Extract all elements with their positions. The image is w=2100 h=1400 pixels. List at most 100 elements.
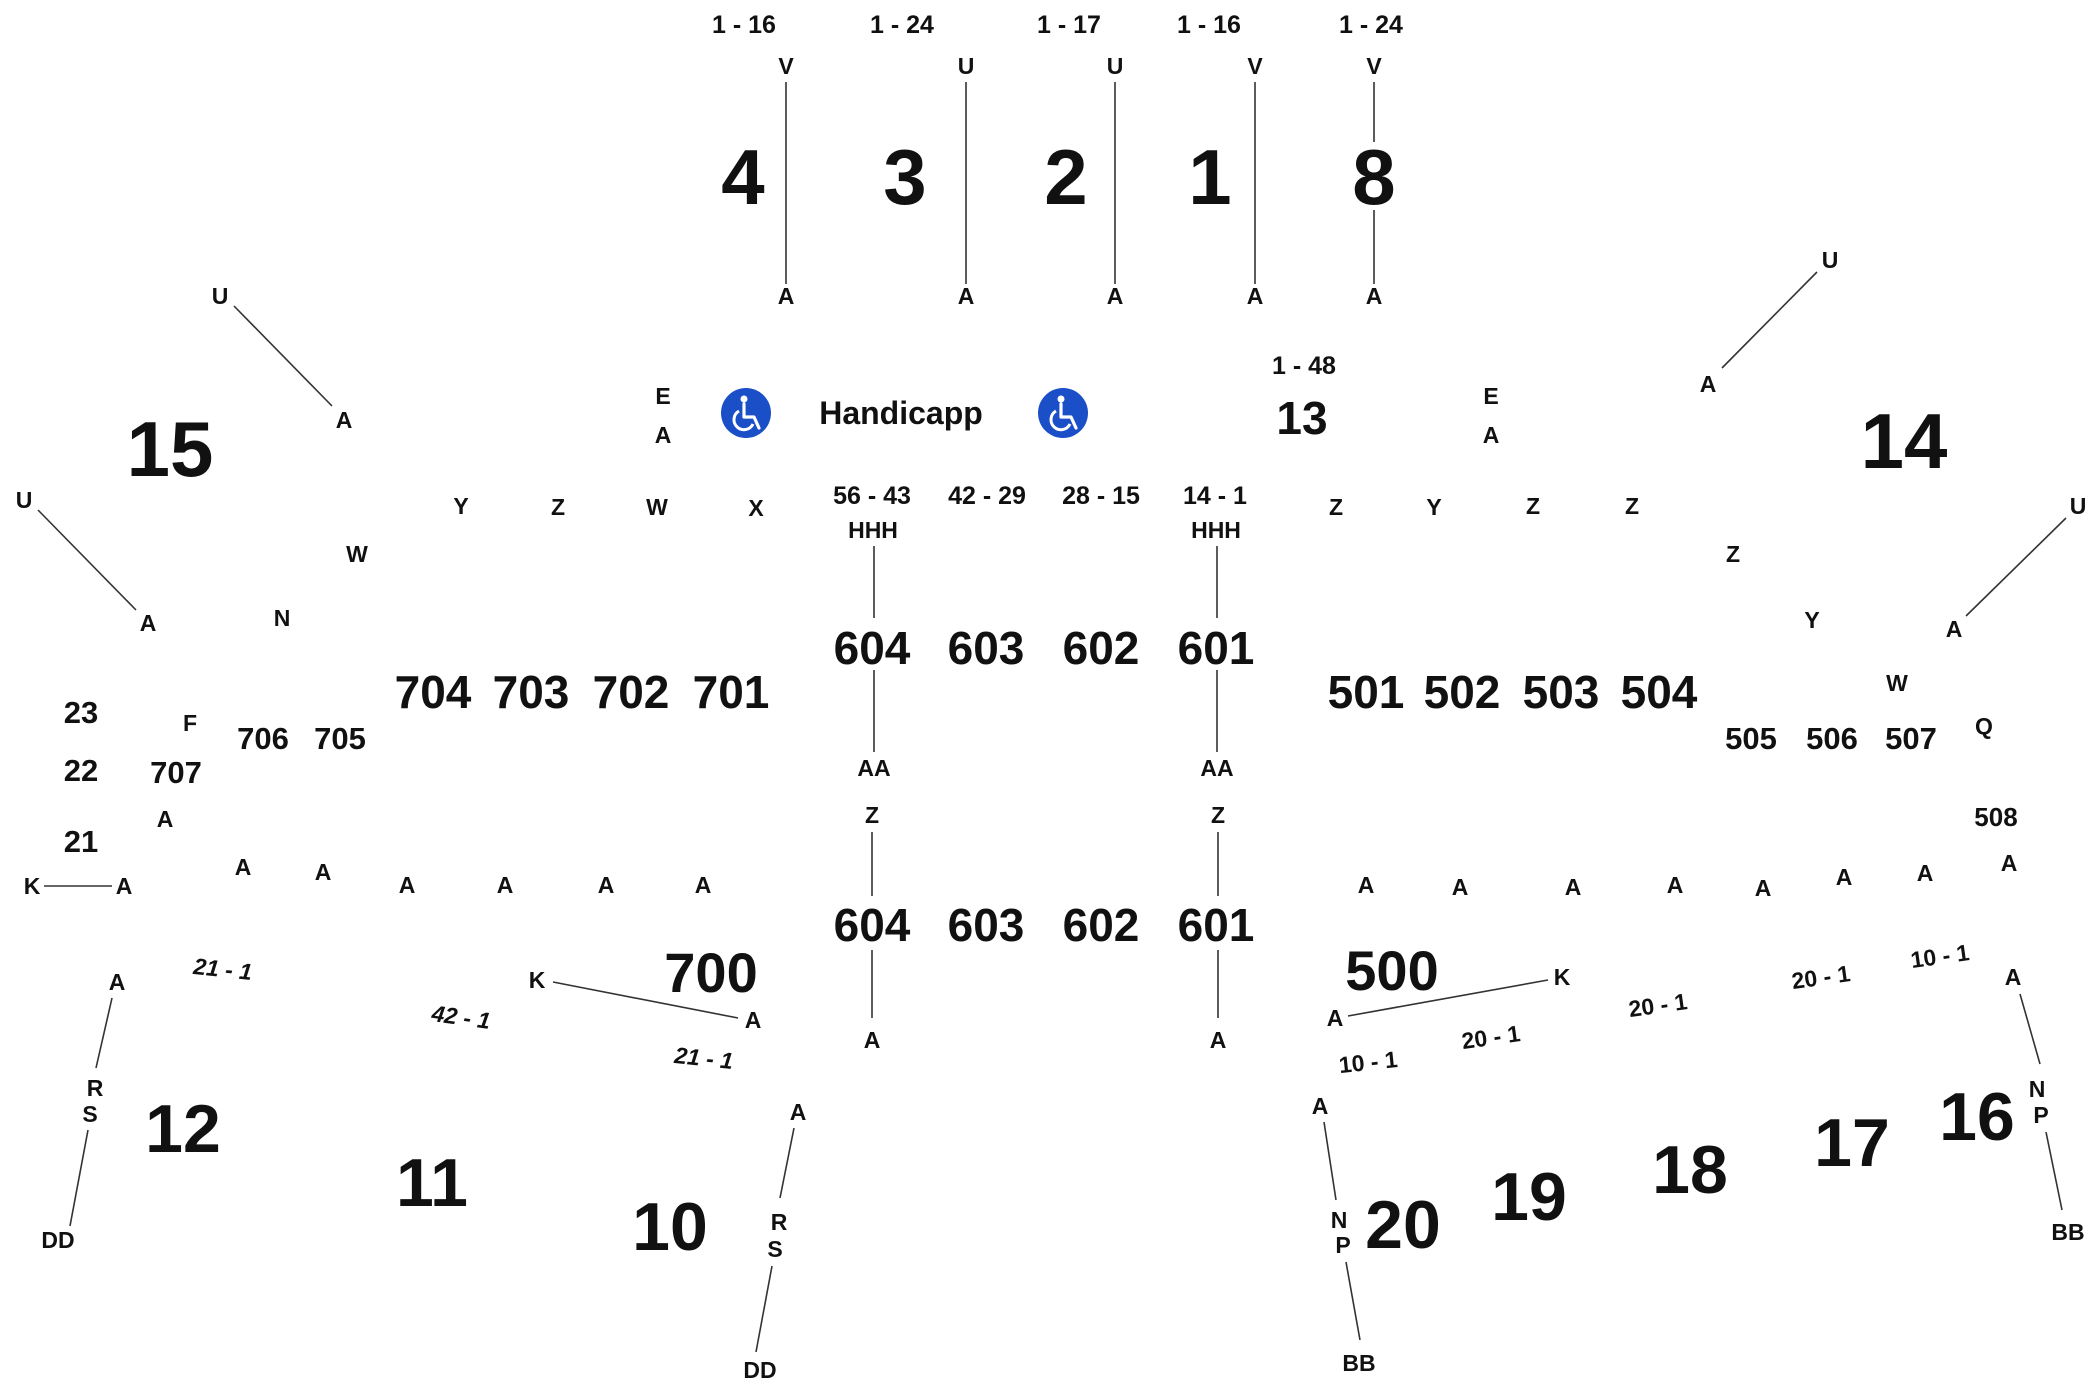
section-502[interactable]: 502 <box>1424 666 1501 718</box>
section-15[interactable]: 15 <box>127 405 214 493</box>
seat-range-section-4: 1 - 16 <box>712 11 776 39</box>
row-label-a: A <box>1358 872 1375 898</box>
row-label-a: A <box>1107 283 1124 309</box>
section-707[interactable]: 707 <box>150 755 202 790</box>
row-line <box>2045 1131 2063 1211</box>
section-604-upper[interactable]: 604 <box>834 622 911 674</box>
row-label-f: F <box>183 710 197 736</box>
handicap-label: Handicapp <box>819 395 983 431</box>
row-label-p: P <box>2033 1102 2048 1128</box>
row-label-y: Y <box>1426 494 1441 520</box>
section-20[interactable]: 20 <box>1365 1187 1441 1263</box>
row-label-y: Y <box>1804 607 1819 633</box>
row-label-k: K <box>24 873 41 899</box>
row-label-a: A <box>598 872 615 898</box>
row-label-u: U <box>958 53 975 79</box>
row-label-a: A <box>790 1099 807 1125</box>
seat-range-section-8: 1 - 24 <box>1339 11 1403 39</box>
row-label-r: R <box>771 1209 788 1235</box>
section-703[interactable]: 703 <box>493 666 570 718</box>
section-603-lower[interactable]: 603 <box>948 899 1025 951</box>
section-604-lower[interactable]: 604 <box>834 899 911 951</box>
seat-range-section-17: 20 - 1 <box>1790 960 1852 994</box>
seat-range-section-3: 1 - 24 <box>870 11 934 39</box>
section-701[interactable]: 701 <box>693 666 770 718</box>
section-16[interactable]: 16 <box>1939 1079 2015 1155</box>
row-line <box>779 1127 795 1199</box>
row-label-a: A <box>1565 874 1582 900</box>
row-label-u: U <box>1107 53 1124 79</box>
row-line <box>95 997 113 1069</box>
row-label-a: A <box>745 1007 762 1033</box>
row-label-x: X <box>748 495 764 521</box>
row-label-s: S <box>82 1101 97 1127</box>
row-label-u: U <box>16 487 33 513</box>
section-700[interactable]: 700 <box>664 941 757 1004</box>
row-label-q: Q <box>1975 713 1993 739</box>
section-18[interactable]: 18 <box>1652 1132 1728 1208</box>
row-label-a: A <box>655 422 672 448</box>
row-label-n: N <box>2029 1076 2046 1102</box>
row-label-w: W <box>646 494 668 520</box>
row-label-a: A <box>2001 850 2018 876</box>
section-11[interactable]: 11 <box>396 1145 468 1221</box>
section-13[interactable]: 13 <box>1276 392 1327 444</box>
row-line <box>69 1129 89 1227</box>
section-503[interactable]: 503 <box>1523 666 1600 718</box>
section-17[interactable]: 17 <box>1814 1105 1890 1181</box>
section-1[interactable]: 1 <box>1188 133 1231 221</box>
section-14[interactable]: 14 <box>1861 397 1948 485</box>
row-label-n: N <box>274 605 291 631</box>
row-label-v: V <box>1247 53 1263 79</box>
seat-range-601: 14 - 1 <box>1183 482 1247 510</box>
section-705[interactable]: 705 <box>314 721 366 756</box>
section-602-lower[interactable]: 602 <box>1063 899 1140 951</box>
seat-range-section-11: 42 - 1 <box>429 1000 492 1034</box>
row-label-z: Z <box>551 494 565 520</box>
section-500[interactable]: 500 <box>1345 939 1438 1002</box>
section-12[interactable]: 12 <box>145 1091 221 1167</box>
section-4[interactable]: 4 <box>721 133 764 221</box>
row-label-a: A <box>1452 874 1469 900</box>
section-10[interactable]: 10 <box>632 1189 708 1265</box>
section-19[interactable]: 19 <box>1491 1159 1567 1235</box>
row-label-a: A <box>1700 371 1717 397</box>
section-602-upper[interactable]: 602 <box>1063 622 1140 674</box>
row-label-n: N <box>1331 1207 1348 1233</box>
section-507[interactable]: 507 <box>1885 721 1937 756</box>
row-label-a: A <box>1667 872 1684 898</box>
section-22[interactable]: 22 <box>64 753 98 788</box>
row-label-dd: DD <box>743 1357 776 1383</box>
seat-range-section-12: 21 - 1 <box>191 953 253 985</box>
section-501[interactable]: 501 <box>1328 666 1405 718</box>
section-508[interactable]: 508 <box>1974 802 2017 832</box>
section-23[interactable]: 23 <box>64 695 98 730</box>
section-702[interactable]: 702 <box>593 666 670 718</box>
section-506[interactable]: 506 <box>1806 721 1858 756</box>
row-label-a: A <box>1327 1005 1344 1031</box>
wheelchair-icon <box>721 388 771 438</box>
row-label-hhh: HHH <box>848 517 898 543</box>
section-601-lower[interactable]: 601 <box>1178 899 1255 951</box>
row-label-z: Z <box>865 802 879 828</box>
row-label-w: W <box>1886 670 1908 696</box>
section-704[interactable]: 704 <box>395 666 472 718</box>
section-3[interactable]: 3 <box>883 133 926 221</box>
section-504[interactable]: 504 <box>1621 666 1698 718</box>
row-label-aa: AA <box>857 755 890 781</box>
row-line <box>552 981 739 1019</box>
row-label-z: Z <box>1526 493 1540 519</box>
section-2[interactable]: 2 <box>1044 133 1087 221</box>
section-21[interactable]: 21 <box>64 824 98 859</box>
section-603-upper[interactable]: 603 <box>948 622 1025 674</box>
section-505[interactable]: 505 <box>1725 721 1777 756</box>
row-line <box>1347 979 1549 1017</box>
section-8[interactable]: 8 <box>1352 133 1395 221</box>
row-label-k: K <box>1554 964 1571 990</box>
seat-range-section-16: 10 - 1 <box>1909 939 1971 973</box>
row-label-p: P <box>1335 1232 1350 1258</box>
row-label-a: A <box>1755 875 1772 901</box>
section-706[interactable]: 706 <box>237 721 289 756</box>
section-601-upper[interactable]: 601 <box>1178 622 1255 674</box>
seat-range-section-19: 20 - 1 <box>1460 1020 1522 1054</box>
